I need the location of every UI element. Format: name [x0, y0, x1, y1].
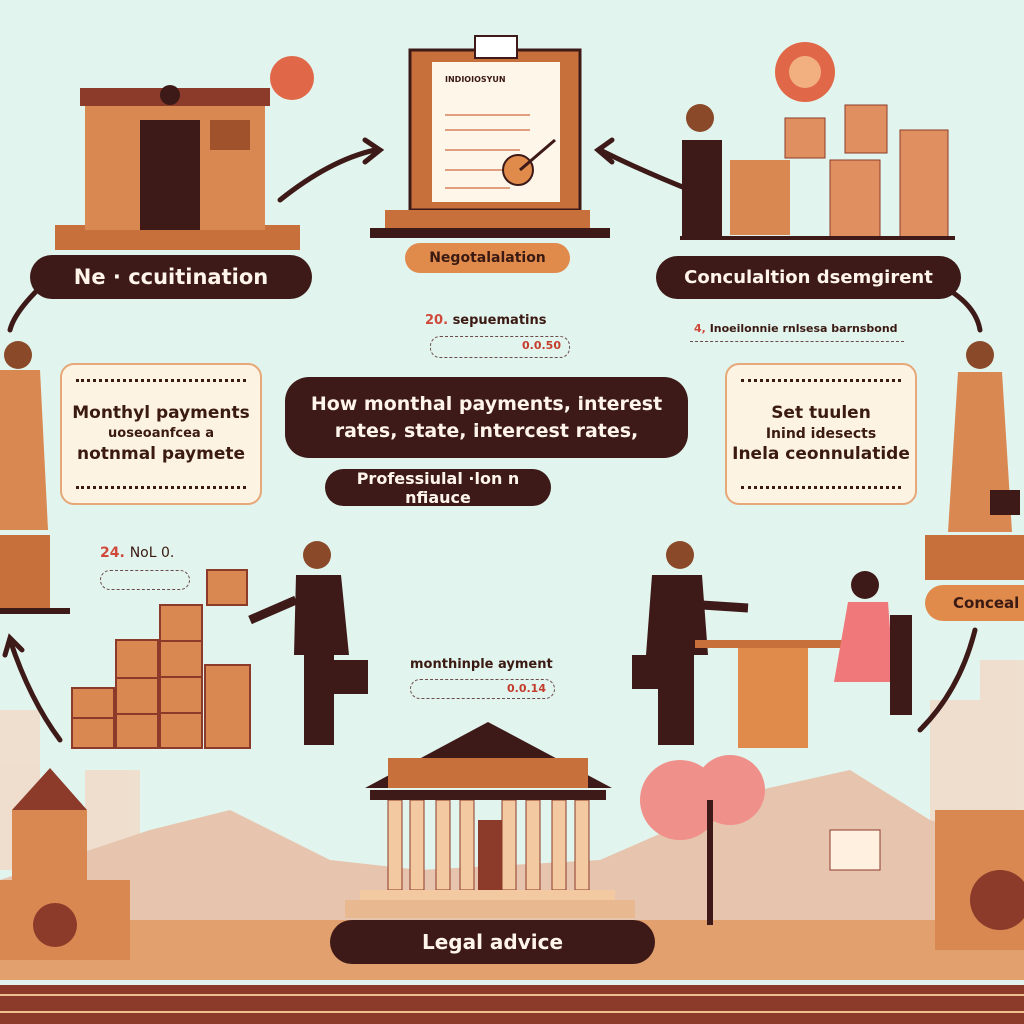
card-line: Inind idesects [765, 425, 877, 442]
note-number: 4, [694, 322, 706, 335]
center-main-banner: How monthal payments, interest rates, st… [285, 377, 688, 458]
note-text: NoL 0. [129, 545, 175, 561]
step-label-top-right: Conculaltion dsemgirent [656, 256, 961, 299]
note-24: 24. NoL 0. [100, 545, 174, 561]
note-text: sepuematins [452, 313, 547, 328]
banner-line: How monthal payments, interest [310, 392, 663, 415]
office-desk-scene [632, 541, 912, 748]
banner-line: rates, state, intercest rates, [334, 419, 639, 442]
card-line: notnmal paymete [76, 443, 246, 464]
clipboard-icon [370, 35, 610, 238]
businessman-left [248, 541, 368, 745]
note-4: 4, Inoeilonnie rnlsesa barnsbond [690, 322, 904, 342]
stacked-boxes [71, 569, 251, 749]
clipboard-title: INDIOIOSYUN [445, 75, 506, 84]
step-label-negotiation: Negotalalation [405, 243, 570, 273]
card-line: Monthyl payments [72, 403, 250, 424]
step-label-right: Conceal [925, 585, 1024, 621]
building-bottom-left [0, 768, 130, 960]
card-line: Set tuulen [771, 402, 871, 423]
note-monthly-value-box: 0.0.14 [410, 679, 555, 699]
note-monthly-payment: monthinple ayment [410, 657, 553, 672]
courthouse-icon [345, 722, 635, 918]
step-label-top-left: Ne · ccuitination [30, 255, 312, 299]
card-line: uoseoanfcea a [108, 426, 214, 442]
tree-icon [640, 755, 765, 925]
step-label-legal-advice: Legal advice [330, 920, 655, 964]
note-20: 20. sepuematins [425, 313, 546, 328]
left-info-card: Monthyl payments uoseoanfcea a notnmal p… [60, 363, 262, 505]
pattern-band [0, 985, 1024, 1024]
building-bottom-right [829, 810, 1024, 950]
card-line: Inela ceonnulatide [732, 444, 910, 465]
businessman-with-coins [680, 42, 955, 240]
center-sub-banner: Professiulal ·lon n nfiauce [325, 469, 551, 507]
note-20-value-box: 0.0.50 [430, 336, 570, 358]
note-number: 20. [425, 313, 449, 328]
note-text: Inoeilonnie rnlsesa barnsbond [709, 322, 898, 335]
right-info-card: Set tuulen Inind idesects Inela ceonnula… [725, 363, 917, 505]
woman-figure-right [925, 341, 1024, 580]
woman-figure-left [0, 341, 70, 614]
building-icon [55, 56, 314, 250]
note-24-box [100, 570, 190, 590]
note-number: 24. [100, 545, 125, 561]
